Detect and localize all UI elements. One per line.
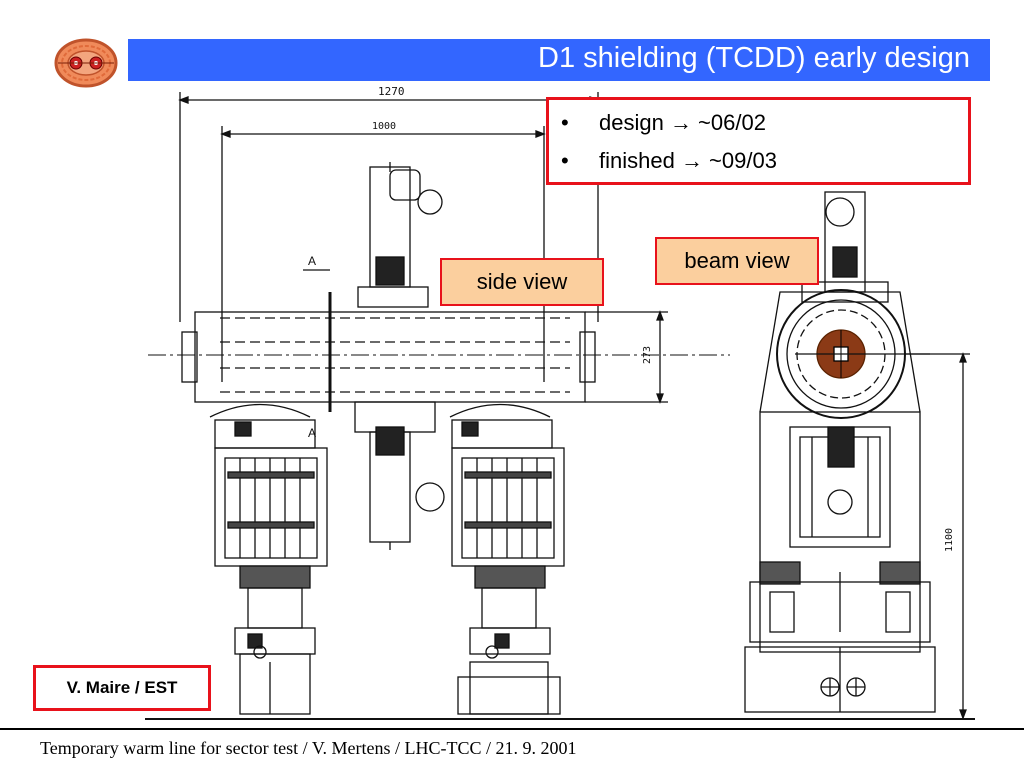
side-view-support-right <box>457 565 561 715</box>
side-view-actuator-top <box>357 162 443 308</box>
credit-box: V. Maire / EST <box>33 665 211 711</box>
technical-drawing: 1270 1000 273 A A <box>145 85 975 720</box>
side-view-label: side view <box>440 258 604 306</box>
side-view-actuator-bottom <box>354 401 445 550</box>
side-view-shield-left <box>209 403 328 567</box>
dimension-1000: 1000 <box>220 121 546 382</box>
side-view-support-left <box>234 565 316 715</box>
beam-view-label: beam view <box>655 237 819 285</box>
dimension-label-273: 273 <box>642 346 653 364</box>
schedule-box: • design → ~06/02 • finished → ~09/03 <box>546 97 971 185</box>
section-mark-a-top: A <box>308 254 316 268</box>
footer-text: Temporary warm line for sector test / V.… <box>40 738 577 758</box>
side-view-beampipe <box>181 292 596 412</box>
bullet-dot-icon: • <box>561 148 569 173</box>
section-mark-a-bottom: A <box>308 426 316 440</box>
lhc-logo-icon <box>54 38 118 88</box>
side-view-shield-right <box>449 403 565 567</box>
beam-view <box>744 191 936 713</box>
title-bar: D1 shielding (TCDD) early design <box>128 39 990 81</box>
bullet-text-design: design → ~06/02 <box>599 110 766 135</box>
dimension-label-1000: 1000 <box>372 121 396 132</box>
bullet-item-design: • design → ~06/02 <box>561 110 766 136</box>
bullet-dot-icon: • <box>561 110 569 135</box>
dimension-1100: 1100 <box>905 352 970 720</box>
dimension-label-1270: 1270 <box>378 85 405 98</box>
bullet-item-finished: • finished → ~09/03 <box>561 148 777 174</box>
dimension-273: 273 <box>585 310 668 404</box>
dimension-label-1100: 1100 <box>944 528 955 552</box>
footer-divider <box>0 728 1024 730</box>
bullet-text-finished: finished → ~09/03 <box>599 148 777 173</box>
slide-title: D1 shielding (TCDD) early design <box>538 42 970 74</box>
